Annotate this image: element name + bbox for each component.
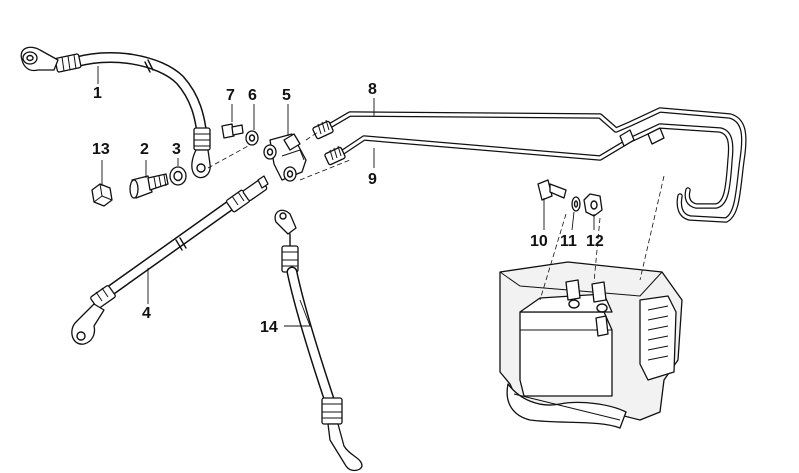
callout-13: 13	[92, 141, 110, 158]
part-4-brake-hose-lower	[71, 175, 269, 345]
assembly-lines	[207, 131, 665, 301]
callout-2: 2	[140, 141, 149, 158]
callout-14: 14	[260, 319, 278, 336]
callout-7: 7	[226, 87, 235, 104]
callout-10: 10	[530, 233, 548, 250]
part-8-brake-pipe	[312, 107, 747, 223]
callout-labels: 1 2 3 13 4 5 6 7 8 9 10 11 12 14	[92, 81, 604, 336]
part-9-brake-pipe	[324, 123, 734, 209]
part-10-bolt	[537, 179, 567, 201]
part-3-sealing-ring	[169, 166, 187, 186]
part-5-bracket	[263, 133, 307, 182]
callout-11: 11	[560, 233, 577, 250]
part-11-washer	[571, 196, 581, 212]
hydraulic-unit	[499, 261, 683, 429]
callout-6: 6	[248, 87, 257, 104]
callout-5: 5	[282, 87, 291, 104]
callout-12: 12	[586, 233, 604, 250]
callout-9: 9	[368, 171, 377, 188]
part-12-union-nut	[583, 193, 603, 217]
callout-1: 1	[93, 85, 102, 102]
callout-8: 8	[368, 81, 377, 98]
part-6-washer	[245, 130, 259, 146]
leader-lines	[97, 66, 595, 327]
part-2-banjo-bolt	[129, 173, 169, 199]
part-7-bolt	[221, 123, 244, 139]
callout-4: 4	[142, 305, 151, 322]
callout-3: 3	[172, 141, 181, 158]
part-1-brake-hose-upper	[20, 46, 211, 179]
part-14-brake-hose-rear	[274, 209, 363, 472]
part-13-cap-nut	[91, 183, 113, 207]
